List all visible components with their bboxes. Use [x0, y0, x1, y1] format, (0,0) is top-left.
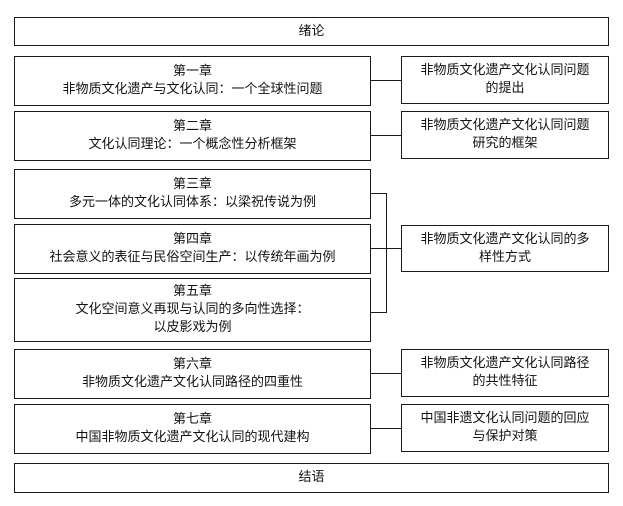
connector-chapter-6-theme-4: [371, 373, 401, 374]
theme-2-line-2: 研究的框架: [472, 136, 538, 151]
theme-3-line-1: 非物质文化遗产文化认同的多: [420, 231, 590, 247]
chapter-3-number: 第三章: [172, 177, 212, 192]
theme-1-box: 非物质文化遗产文化认同问题 的提出: [401, 56, 609, 104]
conclusion-box: 结语: [14, 463, 609, 493]
chapter-5-number: 第五章: [172, 284, 212, 299]
chapter-7-box: 第七章 中国非物质文化遗产文化认同的现代建构: [14, 404, 371, 454]
connector-chapter-3-bracket: [371, 193, 387, 194]
connector-chapter-1-theme-1: [371, 80, 401, 81]
theme-2-box: 非物质文化遗产文化认同问题 研究的框架: [401, 111, 609, 159]
connector-chapter-2-theme-2: [371, 135, 401, 136]
chapter-5-box: 第五章 文化空间意义再现与认同的多向性选择： 以皮影戏为例: [14, 278, 371, 342]
chapter-1-title: 非物质文化遗产与文化认同：一个全球性问题: [62, 82, 323, 97]
chapter-3-title: 多元一体的文化认同体系：以梁祝传说为例: [68, 195, 316, 210]
chapter-4-number: 第四章: [172, 232, 212, 247]
theme-5-line-2: 与保护对策: [472, 429, 538, 444]
chapter-1-box: 第一章 非物质文化遗产与文化认同：一个全球性问题: [14, 56, 371, 106]
theme-1-line-2: 的提出: [485, 81, 525, 96]
connector-bracket-theme-3: [371, 248, 401, 249]
chapter-1-number: 第一章: [172, 64, 212, 79]
theme-3-box: 非物质文化遗产文化认同的多 样性方式: [401, 225, 609, 272]
theme-4-line-1: 非物质文化遗产文化认同路径: [420, 356, 590, 371]
theme-1-line-1: 非物质文化遗产文化认同问题: [420, 63, 590, 78]
theme-4-line-2: 的共性特征: [472, 374, 538, 389]
chapter-5-title: 文化空间意义再现与认同的多向性选择：: [75, 302, 310, 317]
theme-3-line-2: 样性方式: [478, 249, 531, 265]
theme-4-box: 非物质文化遗产文化认同路径 的共性特征: [401, 349, 609, 397]
connector-chapter-7-theme-5: [371, 428, 401, 429]
connector-chapter-5-bracket: [371, 312, 387, 313]
chapter-6-box: 第六章 非物质文化遗产文化认同路径的四重性: [14, 349, 371, 399]
chapter-6-number: 第六章: [172, 357, 212, 372]
chapter-7-number: 第七章: [172, 412, 212, 427]
chapter-2-title: 文化认同理论：一个概念性分析框架: [88, 137, 297, 152]
intro-box: 绪论: [14, 17, 609, 46]
chapter-5-title-continued: 以皮影戏为例: [153, 320, 232, 335]
chapter-6-title: 非物质文化遗产文化认同路径的四重性: [81, 375, 303, 390]
chapter-7-title: 中国非物质文化遗产文化认同的现代建构: [75, 430, 310, 445]
chapter-2-box: 第二章 文化认同理论：一个概念性分析框架: [14, 111, 371, 161]
theme-5-box: 中国非遗文化认同问题的回应 与保护对策: [401, 404, 609, 452]
intro-label: 绪论: [298, 23, 325, 39]
chapter-3-box: 第三章 多元一体的文化认同体系：以梁祝传说为例: [14, 169, 371, 219]
theme-5-line-1: 中国非遗文化认同问题的回应: [420, 411, 590, 426]
connector-bracket-vertical: [386, 193, 387, 313]
chapter-2-number: 第二章: [172, 119, 212, 134]
chapter-4-box: 第四章 社会意义的表征与民俗空间生产：以传统年画为例: [14, 224, 371, 274]
conclusion-label: 结语: [298, 470, 325, 485]
chapter-4-title: 社会意义的表征与民俗空间生产：以传统年画为例: [49, 250, 336, 265]
theme-2-line-1: 非物质文化遗产文化认同问题: [420, 118, 590, 133]
